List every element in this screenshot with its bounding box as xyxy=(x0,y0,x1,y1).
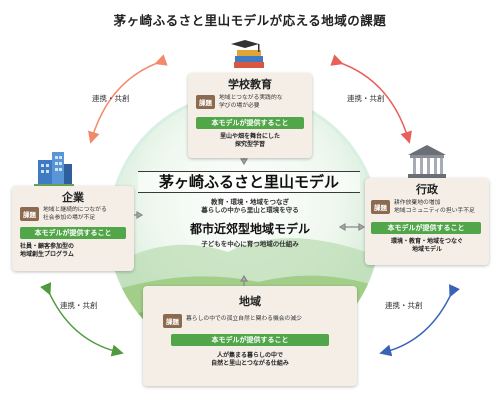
school-issue: 課題 地域とつながる実践的な 学びの場が必要 xyxy=(196,95,283,110)
company-solution-line1: 社員・顧客参加型の xyxy=(20,243,75,250)
issue-badge: 課題 xyxy=(371,200,390,214)
school-solution-line1: 里山や畑を舞台にした xyxy=(219,133,280,140)
school-card-title: 学校教育 xyxy=(228,78,272,91)
center-desc-line2: 暮らしの中から里山と環境を守る xyxy=(201,206,299,214)
issue-badge: 課題 xyxy=(163,314,182,328)
school-solution-line2: 探究型学習 xyxy=(234,141,265,148)
school-solution: 里山や畑を舞台にした 探究型学習 xyxy=(188,133,312,149)
community-provide-bar: 本モデルが提供すること xyxy=(171,334,329,346)
collab-label-top-right: 連携・共創 xyxy=(347,94,385,103)
arrow-gov-community xyxy=(379,284,460,357)
government-issue-line1: 耕作放棄地の増加 xyxy=(394,200,441,206)
collab-label-top-left: 連携・共創 xyxy=(92,94,130,103)
center-desc-line1: 教育・環境・地域をつなぎ xyxy=(211,198,289,206)
school-issue-line2: 学びの場が必要 xyxy=(219,102,260,109)
government-solution: 環境・教育・地域をつなぐ 地域モデル xyxy=(365,238,489,254)
arrow-school-company xyxy=(88,54,168,144)
community-solution-line2: 自然と里山とつながる仕組み xyxy=(211,360,289,367)
government-solution-line2: 地域モデル xyxy=(411,246,442,253)
community-issue: 課題 暮らしの中での孤立自然と関わる機会の減少 xyxy=(163,314,302,328)
center-subtitle-note: 子どもを中心に育つ地域の仕組み xyxy=(201,240,299,248)
community-card: 地域 課題 暮らしの中での孤立自然と関わる機会の減少 本モデルが提供すること 人… xyxy=(143,286,357,386)
company-solution: 社員・顧客参加型の 地域創生プログラム xyxy=(20,243,130,259)
school-card: 学校教育 課題 地域とつながる実践的な 学びの場が必要 本モデルが提供すること … xyxy=(188,73,312,158)
government-solution-line1: 環境・教育・地域をつなぐ xyxy=(390,238,463,245)
community-solution-line1: 人が集まる暮らしの中で xyxy=(216,352,283,359)
arrow-company-community xyxy=(40,282,124,357)
company-issue-line2: 社会参加の場が不足 xyxy=(43,214,96,221)
company-issue: 課題 地域と継続的につながる 社会参加の場が不足 xyxy=(20,207,107,222)
issue-badge: 課題 xyxy=(196,95,215,109)
government-card-title: 行政 xyxy=(416,183,438,196)
government-card: 行政 課題 耕作放棄地の増加 地域コミュニティの担い手不足 本モデルが提供するこ… xyxy=(365,178,489,265)
community-solution: 人が集まる暮らしの中で 自然と里山とつながる仕組み xyxy=(143,352,357,368)
books-icon xyxy=(231,40,264,68)
school-issue-line1: 地域とつながる実践的な xyxy=(219,95,283,101)
company-issue-line1: 地域と継続的につながる xyxy=(43,207,107,213)
company-card: 企業 課題 地域と継続的につながる 社会参加の場が不足 本モデルが提供すること … xyxy=(12,186,134,271)
collab-label-bottom-left: 連携・共創 xyxy=(60,301,98,310)
page-title: 茅ヶ崎ふるさと里山モデルが応える地域の課題 xyxy=(113,13,387,28)
collab-label-bottom-right: 連携・共創 xyxy=(385,301,423,310)
company-solution-line2: 地域創生プログラム xyxy=(20,251,74,258)
government-provide-bar: 本モデルが提供すること xyxy=(371,222,481,234)
company-card-title: 企業 xyxy=(62,191,84,204)
center-subtitle: 都市近郊型地域モデル xyxy=(189,222,310,236)
issue-badge: 課題 xyxy=(20,207,39,221)
office-buildings-icon xyxy=(34,152,74,186)
government-building-icon xyxy=(408,145,446,178)
arrow-school-gov xyxy=(330,54,412,144)
government-issue-line2: 地域コミュニティの担い手不足 xyxy=(394,207,475,214)
center-model-title: 茅ヶ崎ふるさと里山モデル xyxy=(138,171,360,193)
government-issue: 課題 耕作放棄地の増加 地域コミュニティの担い手不足 xyxy=(371,200,475,215)
company-provide-bar: 本モデルが提供すること xyxy=(20,227,126,239)
community-card-title: 地域 xyxy=(239,295,261,308)
school-provide-bar: 本モデルが提供すること xyxy=(196,117,304,129)
community-issue-line1: 暮らしの中での孤立自然と関わる機会の減少 xyxy=(186,316,302,322)
